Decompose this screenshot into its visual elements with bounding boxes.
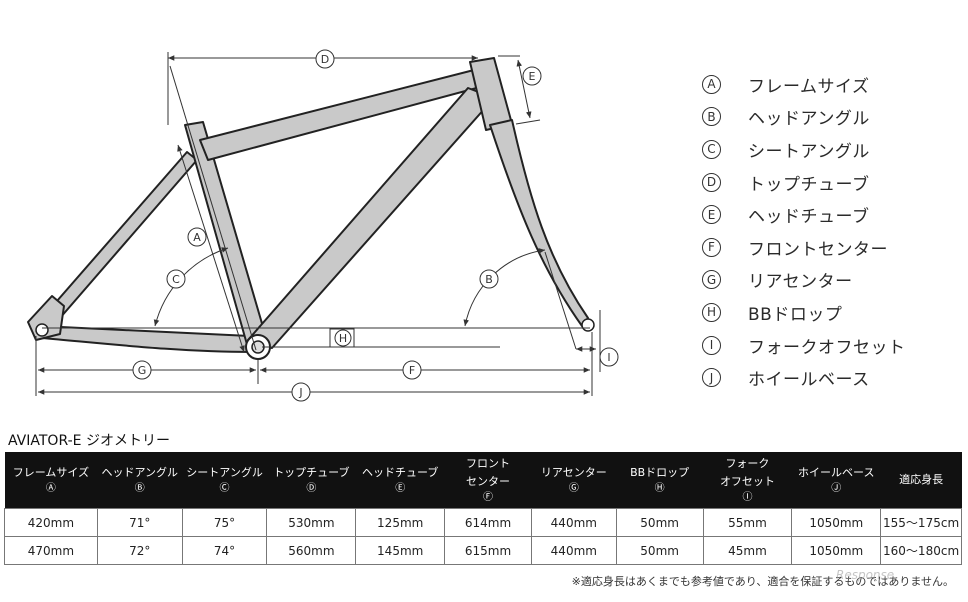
rear-axle — [35, 323, 49, 337]
legend-label: ヘッドアングル — [748, 109, 870, 130]
legend-mark: I — [702, 335, 721, 355]
legend-label: シートアングル — [748, 141, 870, 162]
label-a: A — [187, 227, 207, 247]
table-cell: 470mm — [4, 536, 98, 565]
table-cell: 55mm — [702, 508, 793, 537]
table-row: 420mm 71° 75° 530mm 125mm 614mm 440mm 50… — [4, 508, 962, 537]
legend-label: フォークオフセット — [748, 337, 906, 358]
legend-item: I フォークオフセット — [702, 329, 964, 362]
table-cell: 160〜180cm — [880, 536, 962, 565]
footnote: ※適応身長はあくまでも参考値であり、適合を保証するものではありません。 — [571, 575, 954, 588]
dimension-lines — [35, 52, 601, 396]
legend-mark: F — [702, 237, 721, 257]
svg-text:B: B — [485, 273, 493, 286]
label-f: F — [402, 360, 422, 380]
table-cell: 72° — [96, 536, 183, 565]
table-cell: 614mm — [444, 508, 532, 537]
legend-mark: E — [702, 205, 721, 225]
label-h: H — [329, 328, 355, 348]
legend: A フレームサイズ B ヘッドアングル C シートアングル D トップチューブ … — [702, 68, 964, 394]
label-g: G — [132, 360, 152, 380]
table-cell: 45mm — [702, 536, 793, 565]
svg-text:H: H — [339, 332, 347, 345]
legend-label: リアセンター — [748, 272, 853, 293]
frame-geometry-diagram: D E A C B H I G — [27, 49, 619, 402]
legend-mark: C — [702, 139, 721, 159]
legend-label: ホイールベース — [748, 370, 870, 391]
table-title: AVIATOR-E ジオメトリー — [8, 433, 170, 449]
table-cell: 440mm — [530, 536, 617, 565]
legend-label: フロントセンター — [748, 239, 888, 260]
table-cell: 71° — [96, 508, 183, 537]
table-cell: 50mm — [615, 536, 704, 565]
table-cell: 1050mm — [791, 536, 882, 565]
table-cell: 560mm — [266, 536, 357, 565]
legend-mark: D — [702, 172, 721, 192]
legend-label: ヘッドチューブ — [748, 207, 870, 228]
table-cell: 145mm — [355, 536, 446, 565]
legend-item: G リアセンター — [702, 264, 964, 297]
table-cell: 74° — [181, 536, 268, 565]
table-cell: 1050mm — [791, 508, 882, 537]
legend-mark: B — [702, 107, 721, 127]
svg-text:J: J — [298, 386, 302, 399]
legend-mark: J — [702, 368, 721, 388]
header-cell: 適応身長 — [880, 452, 962, 509]
bike-frame — [27, 57, 589, 353]
chain-stay — [39, 325, 253, 353]
svg-text:I: I — [607, 351, 610, 364]
watermark: Response. — [836, 568, 898, 582]
legend-item: A フレームサイズ — [702, 68, 964, 101]
legend-label: トップチューブ — [748, 174, 870, 195]
legend-item: H BBドロップ — [702, 296, 964, 329]
table-cell: 125mm — [355, 508, 446, 537]
svg-text:C: C — [172, 273, 180, 286]
table-cell: 155〜175cm — [880, 508, 962, 537]
label-e: E — [522, 66, 542, 86]
legend-mark: A — [702, 74, 721, 94]
label-c: C — [166, 269, 186, 289]
legend-mark: H — [702, 302, 721, 322]
svg-text:A: A — [193, 231, 201, 244]
legend-item: D トップチューブ — [702, 166, 964, 199]
table-row: 470mm 72° 74° 560mm 145mm 615mm 440mm 50… — [4, 536, 962, 565]
seat-stay — [49, 151, 198, 319]
svg-text:D: D — [321, 53, 329, 66]
label-d: D — [315, 49, 335, 69]
legend-mark: G — [702, 270, 721, 290]
label-j: J — [291, 382, 311, 402]
table-cell: 440mm — [530, 508, 617, 537]
legend-item: B ヘッドアングル — [702, 101, 964, 134]
legend-item: C シートアングル — [702, 133, 964, 166]
front-axle — [581, 318, 595, 332]
legend-label: BBドロップ — [748, 304, 843, 325]
table-cell: 75° — [181, 508, 268, 537]
table-cell: 615mm — [444, 536, 532, 565]
svg-text:G: G — [138, 364, 147, 377]
table-cell: 530mm — [266, 508, 357, 537]
svg-text:E: E — [529, 70, 536, 83]
legend-item: F フロントセンター — [702, 231, 964, 264]
label-i: I — [599, 347, 619, 367]
table-cell: 50mm — [615, 508, 704, 537]
legend-label: フレームサイズ — [748, 76, 870, 97]
table-cell: 420mm — [4, 508, 98, 537]
legend-item: J ホイールベース — [702, 361, 964, 394]
fork — [489, 119, 589, 327]
svg-text:F: F — [409, 364, 415, 377]
label-b: B — [479, 269, 499, 289]
legend-item: E ヘッドチューブ — [702, 198, 964, 231]
